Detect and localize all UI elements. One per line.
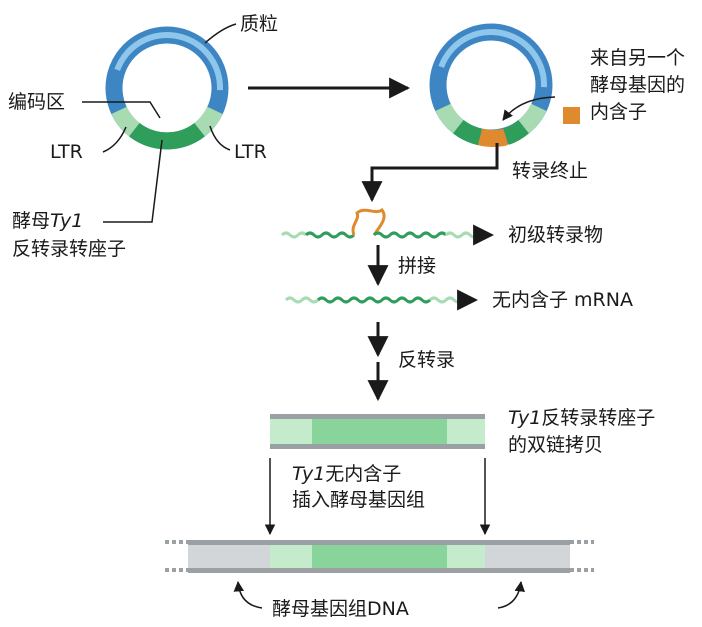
plasmid-label: 质粒 [240,13,279,35]
ds-copy-label-line2: 的双链拷贝 [508,434,604,456]
genome-dna-label: 酵母基因组DNA [272,598,409,620]
genome-curved-arrow-left [233,580,263,609]
mrna-strand [284,289,479,311]
coding-region-leader [82,101,161,119]
primary-transcript-label: 初级转录物 [508,224,604,246]
genome-curved-arrow-right [497,580,525,609]
yeast-prefix: 酵母 [12,210,51,232]
intron-from-label-line3: 内含子 [590,101,648,123]
ds-copy-label-line1: Ty1反转录转座子 [508,406,655,430]
coding-region-label: 编码区 [8,91,66,113]
insert-ty1-italic: Ty1 [292,463,326,485]
ds-copy-bar [270,414,485,449]
ltr-right-segment [194,106,223,137]
intron-loop [351,207,386,236]
copy-ty1-italic: Ty1 [508,407,542,429]
ty1-leader [103,139,163,223]
transposon-label: 反转录转座子 [12,238,127,260]
transcription-stop-label: 转录终止 [512,160,589,182]
primary-transcript-strand [280,207,495,246]
intron-insert-arrow [502,96,556,121]
yeast-ty1-label: 酵母Ty1 [12,209,83,233]
plasmid-left [105,26,229,150]
intron-block [563,107,580,124]
intronless-mrna-label: 无内含子 mRNA [492,289,633,311]
ty1-italic: Ty1 [50,210,84,232]
insert-line1-rest: 无内含子 [325,463,402,485]
plasmid-right [429,23,553,147]
coding-region-segment [129,122,205,150]
intron-from-label-line1: 来自另一个 [590,47,686,69]
ltr-right-leader [209,125,231,151]
ltr-right-label: LTR [234,141,267,163]
insert-label-line1: Ty1无内含子 [292,462,401,486]
copy-line1-rest: 反转录转座子 [541,407,656,429]
plasmid-leader [204,23,237,44]
splicing-label: 拼接 [398,255,437,277]
intron-from-label-line2: 酵母基因的 [590,74,686,96]
ltr-left-leader [102,126,127,153]
ltr-left-segment [111,106,140,137]
inserted-intron-segment [477,128,509,147]
ltr-left-label: LTR [50,141,83,163]
reverse-transcription-label: 反转录 [398,349,456,371]
genome-bar [165,540,594,573]
transcription-arrow [361,143,499,203]
insert-label-line2: 插入酵母基因组 [292,489,426,511]
